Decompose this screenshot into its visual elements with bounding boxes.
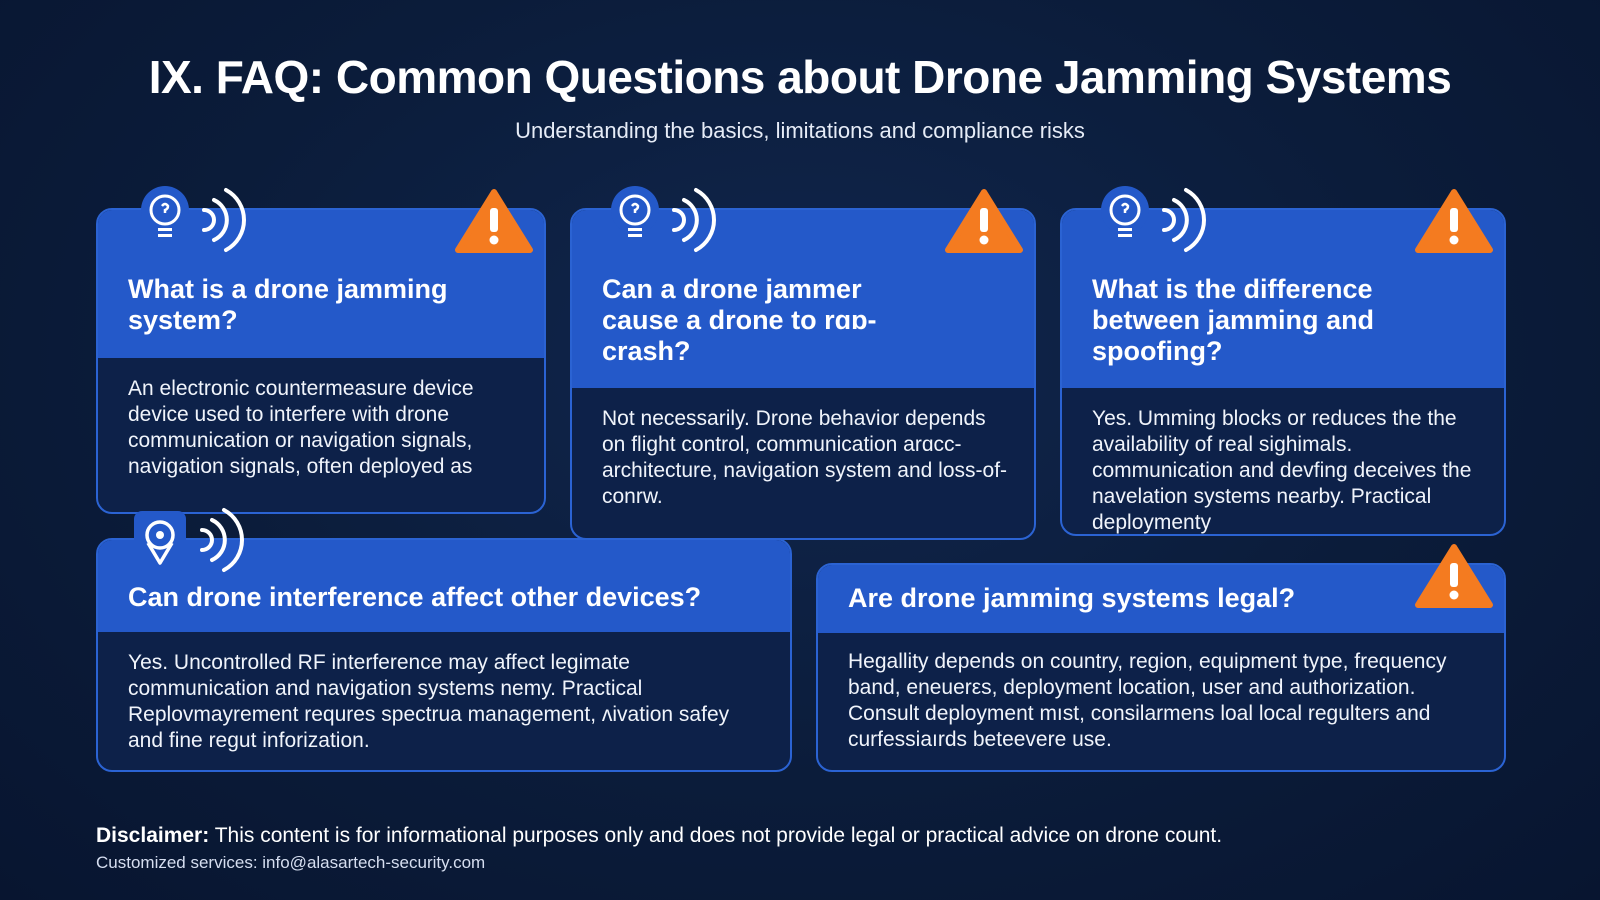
lightbulb-icon — [141, 186, 189, 237]
faq-card-header: Can a drone jammer cause a drone to rɑɒ-… — [572, 186, 1034, 388]
faq-answer: Yes. Uncontrolled RF interference may af… — [128, 651, 730, 752]
card-icons — [140, 184, 252, 258]
faq-question: Can drone interference affect other devi… — [128, 582, 702, 612]
card-icons — [1100, 184, 1212, 258]
faq-question: Can a drone jammer cause a drone to rɑɒ-… — [602, 274, 877, 366]
page-subtitle: Understanding the basics, limitations an… — [515, 118, 1085, 143]
page-title: IX. FAQ: Common Questions about Drone Ja… — [148, 51, 1452, 103]
disclaimer-label: Disclaimer: — [96, 824, 210, 847]
faq-card-header: Can drone interference affect other devi… — [98, 508, 790, 632]
faq-answer: Yes. Umming blocks or reduces the the av… — [1092, 407, 1472, 534]
warning-icon — [1415, 544, 1493, 608]
warning-icon — [455, 189, 533, 253]
faq-card-jamming-vs-spoofing: What is the difference between jamming a… — [1060, 186, 1506, 536]
faq-question: What is a drone jamming system? — [128, 274, 448, 335]
disclaimer: Disclaimer: This content is for informat… — [96, 824, 1222, 848]
contact-info: Customized services: info@alasartech-sec… — [96, 853, 486, 872]
faq-card-header: What is a drone jamming system? — [98, 186, 544, 358]
signal-waves-icon — [672, 188, 716, 252]
signal-waves-icon — [1162, 188, 1206, 252]
location-pin-icon — [134, 511, 186, 571]
faq-card-header: What is the difference between jamming a… — [1062, 186, 1504, 388]
faq-card-affect-other-devices: Can drone interference affect other devi… — [96, 508, 792, 772]
faq-card-what-is-jamming: What is a drone jamming system? An elect… — [96, 186, 546, 514]
signal-waves-icon — [200, 508, 244, 572]
lightbulb-icon — [1101, 186, 1149, 237]
faq-card-can-jammer-crash: Can a drone jammer cause a drone to rɑɒ-… — [570, 186, 1036, 540]
faq-card-header: Are drone jamming systems legal? — [818, 544, 1504, 633]
faq-answer: An electronic countermeasure device devi… — [128, 377, 474, 478]
faq-answer: Hegallity depends on country, region, eq… — [848, 650, 1447, 751]
warning-icon — [1415, 189, 1493, 253]
faq-question: Are drone jamming systems legal? — [848, 583, 1296, 613]
disclaimer-text: This content is for informational purpos… — [209, 824, 1223, 847]
lightbulb-icon — [611, 186, 659, 237]
signal-waves-icon — [202, 188, 246, 252]
faq-question: What is the difference between jamming a… — [1092, 274, 1375, 366]
warning-icon — [945, 189, 1023, 253]
faq-card-legality: Are drone jamming systems legal? Hegalli… — [816, 544, 1506, 772]
card-icons — [610, 184, 722, 258]
faq-answer: Not necessarily. Drone behavior depends … — [602, 407, 1008, 508]
card-icons — [132, 504, 250, 578]
